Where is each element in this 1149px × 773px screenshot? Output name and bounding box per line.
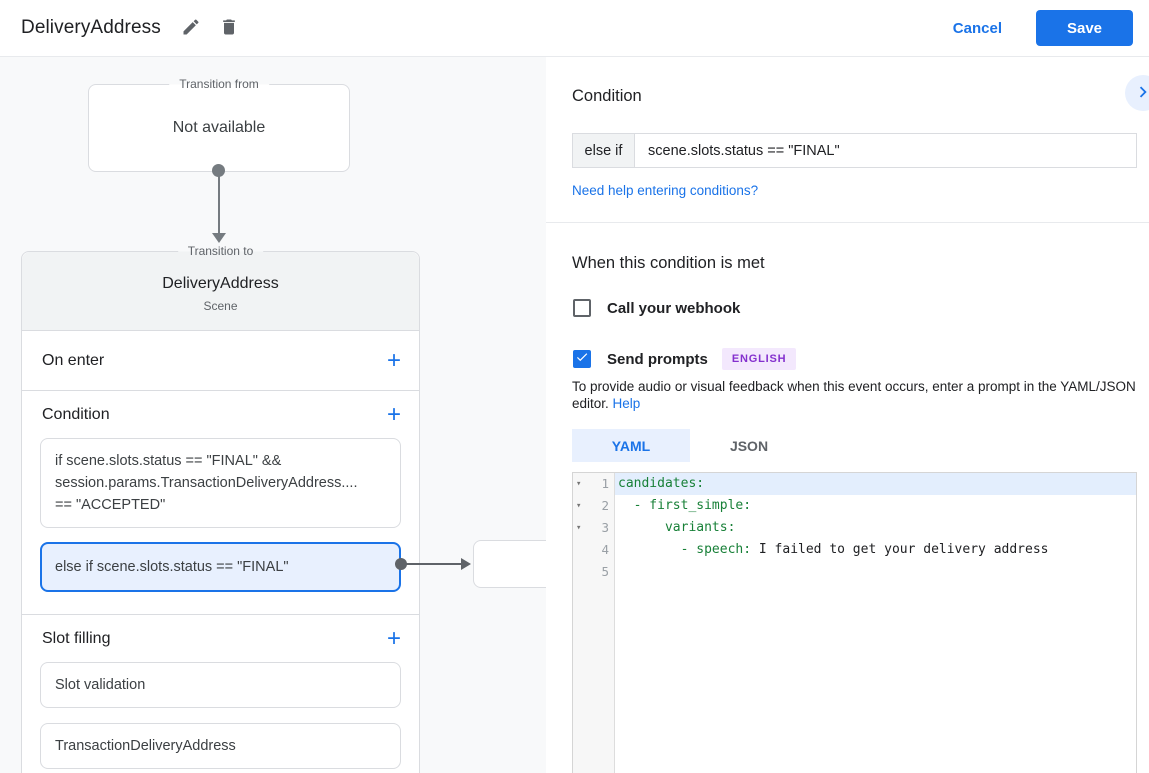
page-title: DeliveryAddress [21,17,161,38]
transition-to-label: Transition to [177,244,264,258]
arrow-down-icon [212,233,226,243]
add-slot-button[interactable]: + [386,624,401,652]
line-number: 3 [601,520,609,535]
scene-diagram-panel: Transition from Not available Transition… [0,57,546,773]
line-number: 1 [601,476,609,491]
code-line[interactable]: ▾1 candidates: [573,473,1136,495]
cancel-button[interactable]: Cancel [952,19,1002,37]
help-link[interactable]: Help [612,396,641,411]
scene-card: Transition to DeliveryAddress Scene On e… [21,244,420,773]
slot-item[interactable]: TransactionDeliveryAddress [40,723,401,769]
transition-from-content: Not available [172,119,266,136]
transition-from-box: Transition from Not available [88,77,350,172]
yaml-code-editor[interactable]: ▾1 candidates: ▾2 - first_simple: ▾3 var… [572,472,1137,773]
condition-detail-panel: Condition else if scene.slots.status == … [546,57,1149,773]
scene-name: DeliveryAddress [162,275,279,292]
top-toolbar: DeliveryAddress Cancel Save [0,0,1149,57]
line-number: 2 [601,498,609,513]
arrow-right-icon [461,558,471,570]
add-on-enter-button[interactable]: + [386,346,401,374]
condition-section: Condition + if scene.slots.status == "FI… [22,391,419,615]
description-text: To provide audio or visual feedback when… [572,379,1136,411]
call-webhook-checkbox[interactable] [573,299,591,317]
condition-prefix: else if [573,134,635,167]
send-prompts-checkbox[interactable] [573,350,591,368]
condition-item[interactable]: if scene.slots.status == "FINAL" && sess… [40,438,401,528]
checkmark-icon [575,350,589,369]
connector-line [217,175,220,234]
condition-section-label: Condition [42,405,110,423]
slot-filling-label: Slot filling [42,629,111,647]
add-condition-button[interactable]: + [386,400,401,428]
call-webhook-label: Call your webhook [607,299,741,317]
code-line[interactable]: 5 [573,561,1136,583]
send-prompts-label: Send prompts [607,350,708,368]
webhook-row: Call your webhook [573,299,740,317]
conditions-help-link[interactable]: Need help entering conditions? [572,183,759,198]
prompt-editor-description: To provide audio or visual feedback when… [572,378,1138,412]
fold-arrow-icon[interactable]: ▾ [576,523,582,533]
connector-dot [395,558,407,570]
collapse-panel-button[interactable] [1125,75,1149,111]
code-line[interactable]: ▾3 variants: [573,517,1136,539]
fold-arrow-icon[interactable]: ▾ [576,479,582,489]
on-enter-label: On enter [42,351,105,369]
delete-scene-button[interactable] [211,10,247,46]
editor-format-tabs: YAML JSON [572,429,808,462]
code-line[interactable]: 4 - speech: I failed to get your deliver… [573,539,1136,561]
panel-title: Condition [572,87,642,105]
line-number: 4 [601,542,609,557]
tab-json[interactable]: JSON [729,437,769,454]
language-badge: ENGLISH [721,348,797,370]
connector-dot [212,164,225,177]
transition-from-label: Transition from [169,77,269,91]
condition-met-heading: When this condition is met [572,254,765,272]
edit-scene-button[interactable] [173,10,209,46]
slot-filling-section: Slot filling + Slot validation Transacti… [22,615,419,773]
connector-line [406,563,462,565]
chevron-right-icon [1132,81,1149,106]
code-line[interactable]: ▾2 - first_simple: [573,495,1136,517]
pencil-icon [181,17,201,40]
line-number: 5 [601,564,609,579]
trash-icon [219,17,239,40]
scene-type: Scene [203,299,238,313]
condition-expression-row: else if scene.slots.status == "FINAL" [572,133,1137,168]
send-prompts-row: Send prompts ENGLISH [573,348,797,370]
editor-gutter-rest [573,583,615,773]
on-enter-row[interactable]: On enter + [22,331,419,391]
tab-yaml[interactable]: YAML [572,429,690,462]
scene-card-header: DeliveryAddress Scene [22,252,419,331]
save-button[interactable]: Save [1036,10,1133,46]
fold-arrow-icon[interactable]: ▾ [576,501,582,511]
condition-item-selected[interactable]: else if scene.slots.status == "FINAL" [40,542,401,592]
slot-item[interactable]: Slot validation [40,662,401,708]
condition-expression-input[interactable]: scene.slots.status == "FINAL" [648,142,840,159]
divider [546,222,1149,223]
transition-target-box[interactable] [473,540,546,588]
